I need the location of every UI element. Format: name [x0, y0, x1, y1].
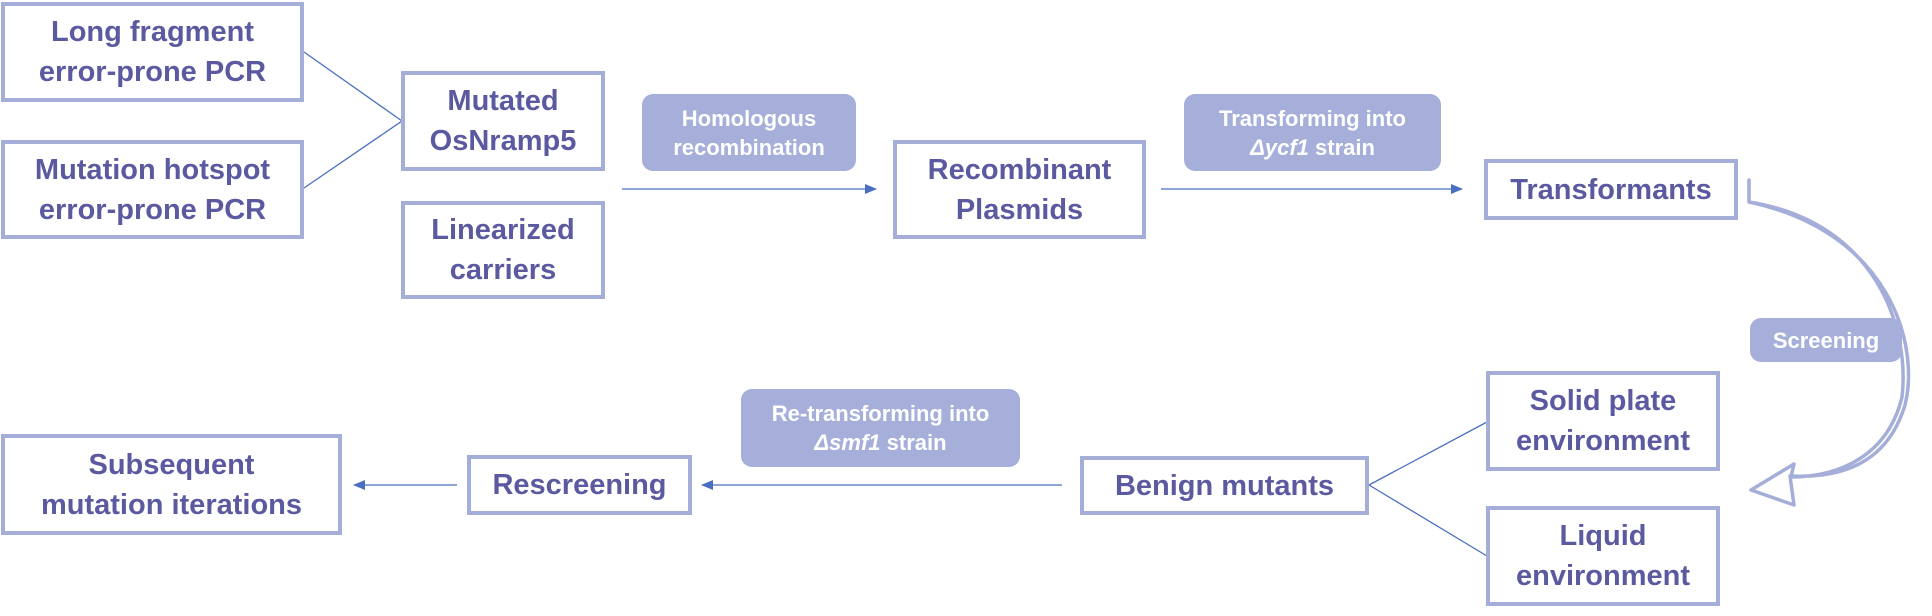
node-label: Mutation hotspot error-prone PCR	[34, 153, 271, 226]
curved-screening-arrow	[1747, 178, 1911, 507]
node-linearized-carriers: Linearized carriers	[401, 201, 605, 299]
node-long-fragment-pcr: Long fragment error-prone PCR	[1, 2, 304, 102]
connector-solid-plate	[1368, 421, 1488, 486]
node-mutation-hotspot-pcr: Mutation hotspot error-prone PCR	[1, 140, 304, 239]
node-label: Liquid environment	[1515, 520, 1691, 592]
tag-screening: Screening	[1750, 318, 1902, 362]
node-label: Long fragment error-prone PCR	[38, 16, 267, 88]
node-subsequent-mutation-iterations: Subsequent mutation iterations	[1, 434, 342, 535]
node-liquid-environment: Liquid environment	[1486, 506, 1720, 606]
tag-line: Re-transforming into	[771, 401, 990, 426]
node-mutated-osnramp5: Mutated OsNramp5	[401, 71, 605, 171]
tag-line: recombination	[673, 134, 825, 160]
connector-liquid	[1368, 484, 1488, 557]
node-label: Transformants	[1510, 173, 1712, 206]
node-label: Benign mutants	[1114, 469, 1335, 502]
node-label: Linearized carriers	[431, 214, 575, 286]
node-recombinant-plasmids: Recombinant Plasmids	[893, 140, 1146, 239]
node-label: Mutated OsNramp5	[429, 85, 577, 157]
strain-suffix: strain	[880, 430, 947, 455]
node-benign-mutants: Benign mutants	[1080, 456, 1369, 515]
node-label: Rescreening	[492, 469, 667, 501]
tag-transforming-ycf1: Transforming into Δycf1 strain	[1184, 94, 1441, 171]
tag-line-strain: Δycf1 strain	[1219, 133, 1406, 162]
connector-mutation-hotspot	[303, 120, 403, 189]
tag-line: Homologous	[681, 105, 817, 131]
strain-name: Δycf1	[1250, 134, 1309, 160]
tag-line: Screening	[1772, 327, 1880, 353]
tag-line: Transforming into	[1219, 105, 1406, 131]
node-transformants: Transformants	[1484, 159, 1738, 220]
strain-name: Δsmf1	[814, 430, 881, 455]
tag-retransforming-smf1: Re-transforming into Δsmf1 strain	[741, 389, 1020, 467]
tag-homologous-recombination: Homologous recombination	[642, 94, 856, 171]
node-rescreening: Rescreening	[467, 455, 692, 515]
node-solid-plate-environment: Solid plate environment	[1486, 371, 1720, 471]
connector-long-fragment	[303, 51, 403, 122]
node-label: Solid plate environment	[1515, 385, 1691, 457]
tag-line-strain: Δsmf1 strain	[772, 428, 990, 457]
node-label: Recombinant Plasmids	[927, 153, 1112, 226]
node-label: Subsequent mutation iterations	[40, 448, 302, 521]
strain-suffix: strain	[1308, 134, 1375, 160]
